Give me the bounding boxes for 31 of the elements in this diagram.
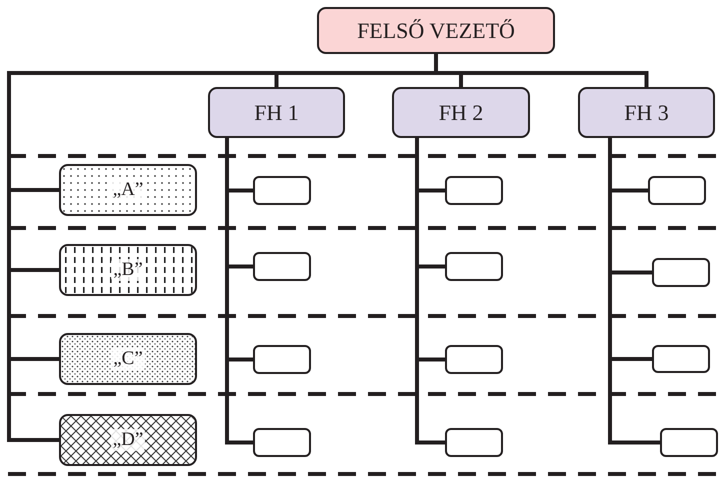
empty-box <box>253 176 311 205</box>
group-box <box>59 414 197 466</box>
node-label: FELSŐ VEZETŐ <box>357 18 515 44</box>
node-label: „C” <box>111 348 145 370</box>
empty-box <box>652 258 710 287</box>
department-box <box>392 87 530 138</box>
node-label: „D” <box>110 429 146 451</box>
node-label: FH 3 <box>624 100 669 126</box>
node-label: „B” <box>111 259 145 281</box>
node-label: FH 2 <box>438 100 484 126</box>
group-box <box>59 333 197 385</box>
empty-box <box>445 345 503 374</box>
empty-box <box>652 345 710 373</box>
empty-box <box>253 428 311 457</box>
empty-box <box>445 176 503 205</box>
node-label: „A” <box>110 179 146 201</box>
empty-box <box>445 428 503 457</box>
empty-box <box>445 252 503 281</box>
node-label: FH 1 <box>254 100 299 126</box>
empty-box <box>253 252 311 281</box>
group-box <box>59 244 197 296</box>
empty-box <box>648 176 706 205</box>
empty-box <box>253 345 311 374</box>
department-box <box>578 87 715 138</box>
manager-box <box>317 7 555 54</box>
department-box <box>208 87 345 138</box>
connector-line <box>608 138 660 444</box>
empty-box <box>660 428 718 457</box>
connector-line <box>225 138 253 444</box>
group-box <box>59 164 197 216</box>
connector-line <box>415 138 445 444</box>
